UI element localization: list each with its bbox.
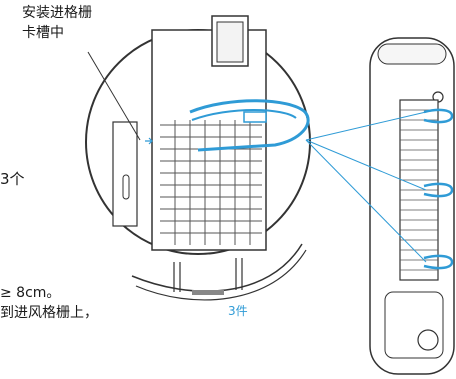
annotation-label: 安装进格栅 卡槽中 <box>22 3 92 43</box>
grille-pattern <box>160 120 262 245</box>
clip-on-tower-2 <box>423 182 454 198</box>
clip-part <box>131 243 307 301</box>
annotation-leader-line <box>87 51 141 141</box>
clip-on-tower-3 <box>423 254 454 270</box>
clip-on-tower-1 <box>423 108 454 124</box>
count-text: 3个 <box>0 170 25 188</box>
annotation-line-2: 卡槽中 <box>22 25 64 41</box>
tower-fan <box>369 37 455 375</box>
annotation-line-1: 安装进格栅 <box>22 5 92 21</box>
callout-lines <box>305 111 427 263</box>
attach-text: 到进风格栅上， <box>0 305 98 321</box>
parts-count-label: 3件 <box>228 304 248 318</box>
distance-text: ≥ 8cm。 <box>0 285 61 301</box>
detail-magnifier <box>85 15 311 255</box>
clip-arc-detail <box>189 99 310 152</box>
